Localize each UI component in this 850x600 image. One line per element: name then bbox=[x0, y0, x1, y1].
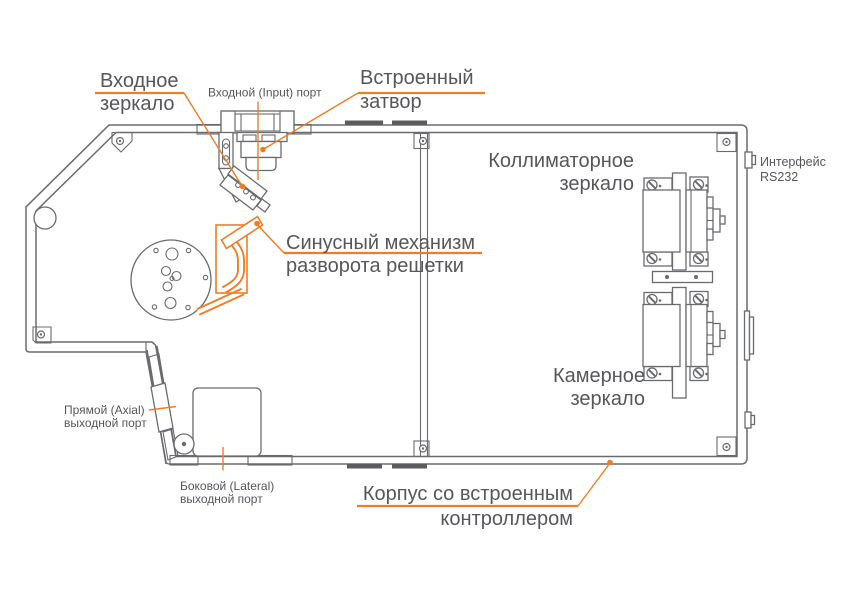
label-rs232-1: Интерфейс bbox=[760, 155, 826, 169]
partition-wall bbox=[413, 132, 430, 458]
axial-port-tube bbox=[150, 382, 174, 433]
side-connector-small bbox=[744, 411, 756, 429]
label-camera-mirror-1: Камерное bbox=[553, 365, 645, 387]
label-rs232-2: RS232 bbox=[760, 170, 798, 184]
label-lateral-port-2: выходной порт bbox=[180, 492, 263, 506]
corner-bracket bbox=[32, 326, 52, 344]
label-input-mirror-2: зеркало bbox=[100, 93, 175, 115]
bottom-wall-slot bbox=[392, 464, 427, 469]
mirror-connecting-bar bbox=[651, 270, 714, 284]
top-wall-slot bbox=[345, 120, 383, 125]
rs232-connector bbox=[744, 151, 757, 169]
label-sine-mechanism-2: разворота решетки bbox=[286, 255, 464, 277]
leader-lines bbox=[95, 91, 613, 508]
label-shutter-1: Встроенный bbox=[360, 67, 474, 89]
corner-bracket bbox=[716, 436, 737, 457]
corner-post bbox=[33, 206, 57, 230]
label-housing-2: контроллером bbox=[440, 508, 573, 530]
label-camera-mirror-2: зеркало bbox=[570, 388, 645, 410]
lateral-port-box bbox=[192, 387, 262, 457]
label-collimating-mirror-1: Коллиматорное bbox=[488, 150, 634, 172]
top-wall-slot bbox=[392, 120, 427, 125]
corner-bracket bbox=[716, 132, 737, 153]
label-axial-port-1: Прямой (Axial) bbox=[64, 403, 145, 417]
corner-bracket bbox=[111, 131, 133, 153]
label-housing-1: Корпус со встроенным bbox=[363, 483, 573, 505]
label-lateral-port-1: Боковой (Lateral) bbox=[180, 479, 274, 493]
labels: Входное зеркало Входной (Input) порт Вст… bbox=[64, 67, 826, 530]
label-input-mirror-1: Входное bbox=[100, 70, 179, 92]
sine-mechanism bbox=[196, 215, 264, 316]
collimating-mirror-assembly bbox=[643, 172, 725, 271]
lateral-output-port bbox=[169, 387, 293, 466]
label-sine-mechanism-1: Синусный механизм bbox=[286, 232, 475, 254]
axial-output-wall bbox=[146, 345, 179, 465]
sine-arm-bar bbox=[220, 215, 264, 250]
label-axial-port-2: выходной порт bbox=[64, 416, 147, 430]
bottom-wall-slot bbox=[347, 464, 382, 469]
label-shutter-2: затвор bbox=[360, 91, 422, 113]
side-connector bbox=[743, 310, 755, 361]
label-collimating-mirror-2: зеркало bbox=[559, 173, 634, 195]
input-mirror-assembly bbox=[217, 131, 271, 213]
grating-turret bbox=[130, 239, 212, 321]
camera-mirror-assembly bbox=[643, 286, 725, 399]
label-input-port: Входной (Input) порт bbox=[208, 86, 322, 100]
input-port-assembly bbox=[196, 110, 312, 213]
